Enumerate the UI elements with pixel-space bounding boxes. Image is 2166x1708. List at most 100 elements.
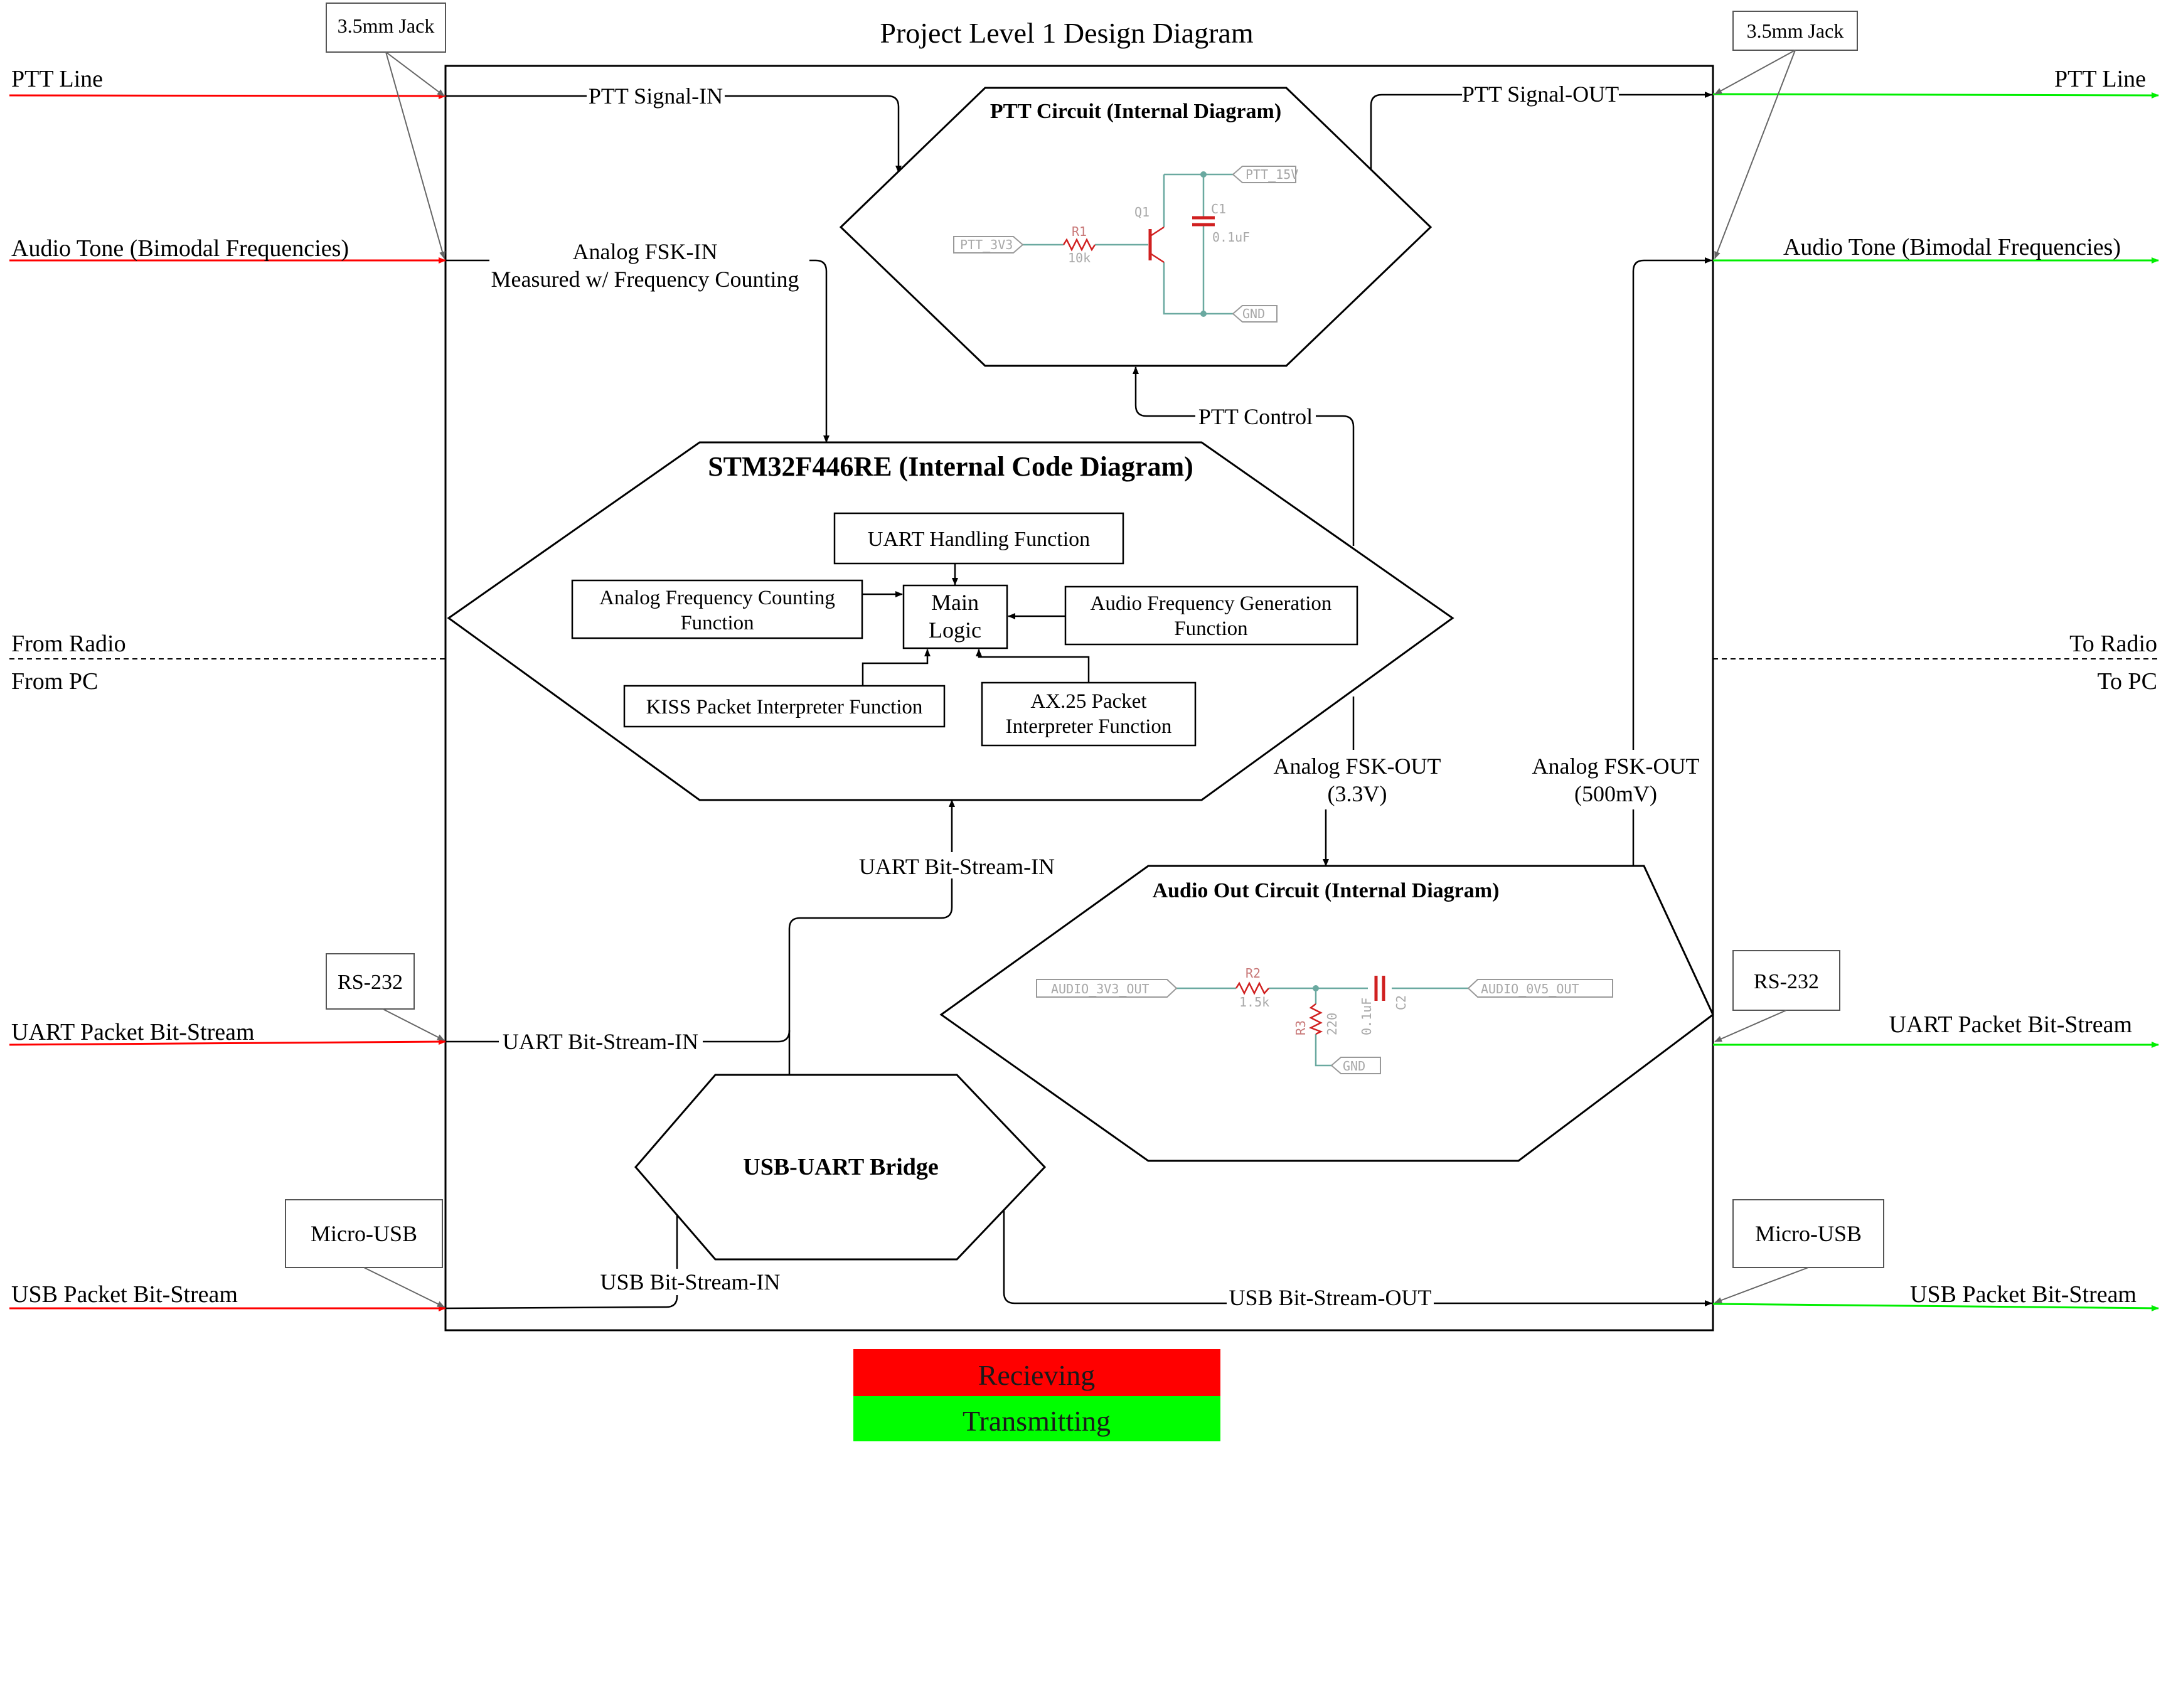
r1-value: 10k (1068, 250, 1091, 265)
uart-handling-function-box (833, 512, 1124, 565)
ptt-gnd-net-tag (1232, 305, 1278, 323)
ptt-schematic-wires (1023, 173, 1233, 315)
analog-fsk-in-bg (489, 237, 809, 295)
ptt-line-in-arrow (9, 92, 446, 99)
audio-generation-function-label-1: Audio Frequency Generation (1091, 592, 1332, 615)
c2-label: C2 (1394, 995, 1409, 1010)
uart-in-left-label: UART Bit-Stream-IN (503, 1029, 698, 1054)
uart-bitstream-left-line (445, 1030, 791, 1043)
usb-out-label: USB Bit-Stream-OUT (1229, 1285, 1432, 1310)
audio-in-net-tag (1036, 979, 1178, 998)
jack-connector-left-label: 3.5mm Jack (338, 14, 435, 37)
uart-in-main-label: UART Bit-Stream-IN (859, 854, 1055, 879)
ptt-junction-bottom (1200, 311, 1207, 317)
ptt-15v-net-label: PTT_15V (1246, 167, 1298, 182)
jack-left-pointer-ptt (385, 51, 445, 97)
r1-label: R1 (1072, 224, 1087, 239)
uart-packet-out-label: UART Packet Bit-Stream (1889, 1011, 2132, 1038)
ptt-signal-in-bg (587, 82, 725, 108)
ptt-signal-out-bg (1462, 80, 1619, 107)
usb-out-bg (1227, 1288, 1434, 1314)
system-boundary (444, 65, 1714, 1332)
r2-resistor-symbol (1235, 981, 1269, 995)
microusb-left-pointer (363, 1267, 445, 1308)
audio-tone-out-label: Audio Tone (Bimodal Frequencies) (1783, 234, 2121, 260)
uart-handling-function-label: UART Handling Function (868, 528, 1090, 551)
legend-transmitting-swatch (853, 1396, 1220, 1441)
analog-fsk-out-500-arrow (1632, 257, 1712, 954)
uart-packet-in-arrow (9, 1038, 446, 1046)
r1-resistor-symbol (1062, 238, 1096, 252)
page-title: Project Level 1 Design Diagram (880, 17, 1253, 49)
analog-fsk-out-500-bg (1525, 750, 1707, 809)
ptt-gnd-net-label: GND (1242, 306, 1265, 321)
analog-fsk-out-33-label-1: Analog FSK-OUT (1274, 754, 1441, 779)
analog-fsk-out-500-label-2: (500mV) (1574, 781, 1657, 806)
r3-resistor-symbol (1308, 1003, 1323, 1035)
ptt-circuit-block (839, 87, 1432, 367)
ptt-signal-out-label: PTT Signal-OUT (1462, 82, 1619, 107)
analog-fsk-out-33-bg (1264, 750, 1453, 809)
q1-collector-emitter (1151, 226, 1165, 264)
rs232-left-pointer (382, 1008, 445, 1041)
rs232-right-pointer (1714, 1010, 1787, 1042)
main-logic-label-1: Main (931, 590, 979, 615)
ptt-circuit-title: PTT Circuit (Internal Diagram) (990, 100, 1281, 123)
rs232-connector-left-label: RS-232 (338, 971, 403, 994)
analog-fsk-in-label-2: Measured w/ Frequency Counting (491, 267, 799, 292)
main-logic-label-2: Logic (929, 617, 981, 643)
kiss-interpreter-function-box (623, 685, 946, 728)
c2-value: 0.1uF (1359, 998, 1374, 1035)
audio-gnd-net-label: GND (1343, 1059, 1365, 1074)
microusb-connector-right-label: Micro-USB (1755, 1221, 1862, 1246)
ptt-line-out-arrow (1712, 92, 2159, 99)
microusb-connector-left (285, 1199, 443, 1268)
to-radio-label: To Radio (2069, 631, 2157, 657)
audio-out-net-label: AUDIO_0V5_OUT (1481, 981, 1579, 996)
audio-in-net-label: AUDIO_3V3_OUT (1051, 981, 1150, 996)
ptt-3v3-net-label: PTT_3V3 (960, 237, 1013, 252)
r2-label: R2 (1246, 966, 1261, 981)
ptt-15v-net-tag (1232, 166, 1296, 183)
ptt-signal-out-arrow (1370, 92, 1712, 169)
uart-packet-in-label: UART Packet Bit-Stream (11, 1019, 255, 1045)
analog-counting-function-label-1: Analog Frequency Counting (599, 587, 835, 609)
ax25-interpreter-function-label-1: AX.25 Packet (1030, 690, 1146, 713)
ptt-junction-top (1200, 171, 1207, 178)
ax25-interpreter-function-box (981, 681, 1197, 747)
microusb-connector-right (1732, 1199, 1884, 1268)
usb-uart-bridge-block (634, 1074, 1047, 1261)
ptt-schematic: PTT_15V PTT_3V3 GND R1 10k Q1 C1 0.1uF (953, 166, 1298, 323)
audio-generation-function-box (1064, 585, 1358, 646)
audio-tone-in-label: Audio Tone (Bimodal Frequencies) (11, 235, 349, 262)
from-pc-label: From PC (11, 668, 98, 695)
analog-fsk-out-33-label-2: (3.3V) (1328, 781, 1387, 806)
uart-in-left-bg (499, 1028, 703, 1054)
analog-fsk-in-label-1: Analog FSK-IN (573, 239, 718, 264)
c1-label: C1 (1211, 201, 1226, 216)
jack-right-pointer-ptt (1714, 50, 1796, 95)
rs232-connector-left (326, 953, 415, 1010)
uart-bitstream-up-arrow (788, 799, 955, 1076)
kiss-to-main-arrow (862, 649, 931, 686)
usb-bitstream-out-arrow (1003, 1205, 1712, 1306)
ptt-signal-in-label: PTT Signal-IN (589, 83, 723, 109)
usb-in-label: USB Bit-Stream-IN (600, 1269, 781, 1294)
usb-packet-out-label: USB Packet Bit-Stream (1910, 1281, 2137, 1308)
analog-counting-function-label-2: Function (680, 612, 754, 634)
usb-uart-bridge-title: USB-UART Bridge (743, 1154, 939, 1180)
uart-in-main-bg (850, 852, 1064, 878)
legend-receiving-label: Recieving (978, 1359, 1096, 1391)
jack-connector-right-label: 3.5mm Jack (1747, 19, 1844, 42)
ptt-signal-in-arrow (445, 95, 902, 173)
analog-counting-function-box (571, 579, 863, 639)
legend-receiving-swatch (853, 1349, 1220, 1396)
r3-value: 220 (1325, 1013, 1340, 1035)
usb-packet-out-arrow (1712, 1303, 2159, 1311)
ptt-line-in-label: PTT Line (11, 66, 103, 92)
jack-left-pointer-audio (385, 51, 445, 259)
microusb-right-pointer (1714, 1267, 1809, 1303)
q1-label: Q1 (1134, 205, 1150, 220)
r2-value: 1.5k (1239, 995, 1269, 1010)
